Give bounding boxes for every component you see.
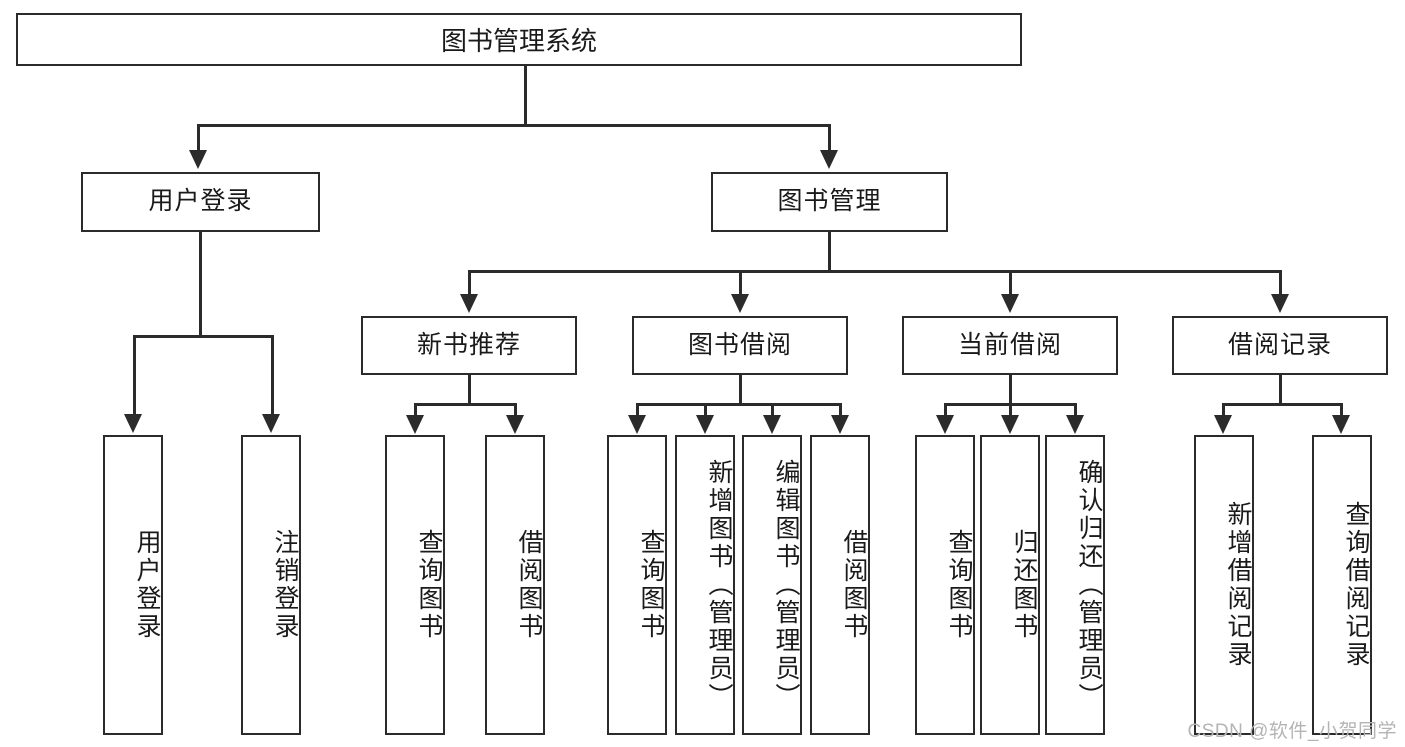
node-current-borrow[interactable]: 当前借阅: [902, 316, 1118, 375]
node-leaf-borrow-book-2[interactable]: 借阅图书: [810, 435, 870, 735]
connector-book-borrow-drop-4: [839, 403, 842, 415]
arrowhead-leaf-query-record: [1332, 415, 1350, 434]
connector-current-borrow-drop-3: [1074, 403, 1077, 415]
connector-new-book-recommend-bus: [414, 403, 515, 406]
connector-borrow-record-drop-1: [1222, 403, 1225, 415]
arrowhead-leaf-user-login: [124, 414, 142, 433]
connector-book-borrow-drop-1: [636, 403, 639, 415]
arrowhead-leaf-query-book-2: [628, 415, 646, 434]
node-root-book-management-system[interactable]: 图书管理系统: [16, 13, 1022, 66]
node-user-login[interactable]: 用户登录: [81, 172, 320, 232]
connector-borrow-record-bus: [1222, 403, 1340, 406]
connector-user-login-drop-2: [271, 335, 274, 414]
connector-root-to-user-login: [197, 124, 200, 150]
node-label: 归还图书: [1010, 529, 1038, 641]
connector-book-manage-bus: [468, 270, 1281, 273]
node-label: 新书推荐: [416, 330, 521, 359]
connector-book-borrow-drop-3: [771, 403, 774, 415]
node-label: 图书管理: [777, 187, 882, 216]
arrowhead-book-manage: [820, 150, 838, 169]
node-leaf-user-login[interactable]: 用户登录: [103, 435, 163, 735]
connector-new-book-recommend-stem: [468, 375, 471, 403]
arrowhead-leaf-edit-book: [763, 415, 781, 434]
connector-user-login-drop-1: [133, 335, 136, 414]
connector-user-login-stem: [199, 232, 202, 335]
arrowhead-leaf-add-record: [1214, 415, 1232, 434]
node-leaf-query-record[interactable]: 查询借阅记录: [1312, 435, 1372, 735]
node-leaf-logout-login[interactable]: 注销登录: [241, 435, 301, 735]
arrowhead-leaf-logout-login: [262, 414, 280, 433]
connector-user-login-bus: [133, 335, 272, 338]
node-label: 借阅图书: [840, 529, 868, 641]
node-label: 借阅记录: [1227, 330, 1332, 359]
arrowhead-user-login: [189, 150, 207, 169]
connector-book-manage-drop-1: [468, 270, 471, 294]
node-leaf-query-book-3[interactable]: 查询图书: [915, 435, 975, 735]
connector-book-manage-drop-4: [1279, 270, 1282, 294]
node-label: 借阅图书: [515, 529, 543, 641]
arrowhead-leaf-borrow-book-1: [506, 415, 524, 434]
connector-borrow-record-stem: [1279, 375, 1282, 403]
node-new-book-recommend[interactable]: 新书推荐: [361, 316, 577, 375]
node-label: 新增借阅记录: [1224, 501, 1252, 669]
node-label: 当前借阅: [957, 330, 1062, 359]
node-label: 确认归还（管理员）: [1075, 459, 1103, 711]
connector-current-borrow-drop-2: [1009, 403, 1012, 415]
node-leaf-return-book[interactable]: 归还图书: [980, 435, 1040, 735]
connector-root-stem: [524, 66, 527, 124]
node-label: 查询图书: [637, 529, 665, 641]
arrowhead-leaf-add-book: [696, 415, 714, 434]
node-label: 用户登录: [148, 187, 253, 216]
arrowhead-book-borrow: [731, 294, 749, 313]
connector-book-borrow-stem: [739, 375, 742, 403]
node-label: 注销登录: [271, 529, 299, 641]
node-label: 查询借阅记录: [1342, 501, 1370, 669]
node-book-manage[interactable]: 图书管理: [711, 172, 948, 232]
node-borrow-record[interactable]: 借阅记录: [1172, 316, 1388, 375]
arrowhead-leaf-query-book-3: [936, 415, 954, 434]
arrowhead-leaf-borrow-book-2: [831, 415, 849, 434]
node-leaf-edit-book[interactable]: 编辑图书（管理员）: [742, 435, 802, 735]
connector-book-manage-drop-3: [1009, 270, 1012, 294]
node-leaf-confirm-return[interactable]: 确认归还（管理员）: [1045, 435, 1105, 735]
connector-root-to-book-manage: [828, 124, 831, 150]
node-leaf-query-book-1[interactable]: 查询图书: [385, 435, 445, 735]
node-leaf-add-record[interactable]: 新增借阅记录: [1194, 435, 1254, 735]
node-label: 用户登录: [133, 529, 161, 641]
node-leaf-borrow-book-1[interactable]: 借阅图书: [485, 435, 545, 735]
connector-current-borrow-drop-1: [944, 403, 947, 415]
node-label: 查询图书: [945, 529, 973, 641]
node-leaf-add-book[interactable]: 新增图书（管理员）: [675, 435, 735, 735]
connector-book-manage-drop-2: [739, 270, 742, 294]
arrowhead-leaf-return-book: [1001, 415, 1019, 434]
node-label: 图书借阅: [687, 330, 792, 359]
node-label: 编辑图书（管理员）: [772, 459, 800, 711]
node-label: 查询图书: [415, 529, 443, 641]
node-book-borrow[interactable]: 图书借阅: [632, 316, 848, 375]
arrowhead-leaf-query-book-1: [406, 415, 424, 434]
connector-borrow-record-drop-2: [1340, 403, 1343, 415]
connector-new-book-recommend-drop-1: [414, 403, 417, 415]
connector-book-manage-stem: [828, 232, 831, 270]
node-label: 图书管理系统: [440, 26, 597, 56]
watermark-text: CSDN @软件_小贺同学: [1187, 721, 1397, 742]
arrowhead-current-borrow: [1001, 294, 1019, 313]
connector-book-borrow-drop-2: [704, 403, 707, 415]
node-leaf-query-book-2[interactable]: 查询图书: [607, 435, 667, 735]
arrowhead-leaf-confirm-return: [1066, 415, 1084, 434]
arrowhead-borrow-record: [1271, 294, 1289, 313]
connector-book-borrow-bus: [636, 403, 840, 406]
node-label: 新增图书（管理员）: [705, 459, 733, 711]
connector-root-bus: [197, 124, 831, 127]
arrowhead-new-book-recommend: [460, 294, 478, 313]
connector-current-borrow-stem: [1009, 375, 1012, 403]
connector-new-book-recommend-drop-2: [514, 403, 517, 415]
